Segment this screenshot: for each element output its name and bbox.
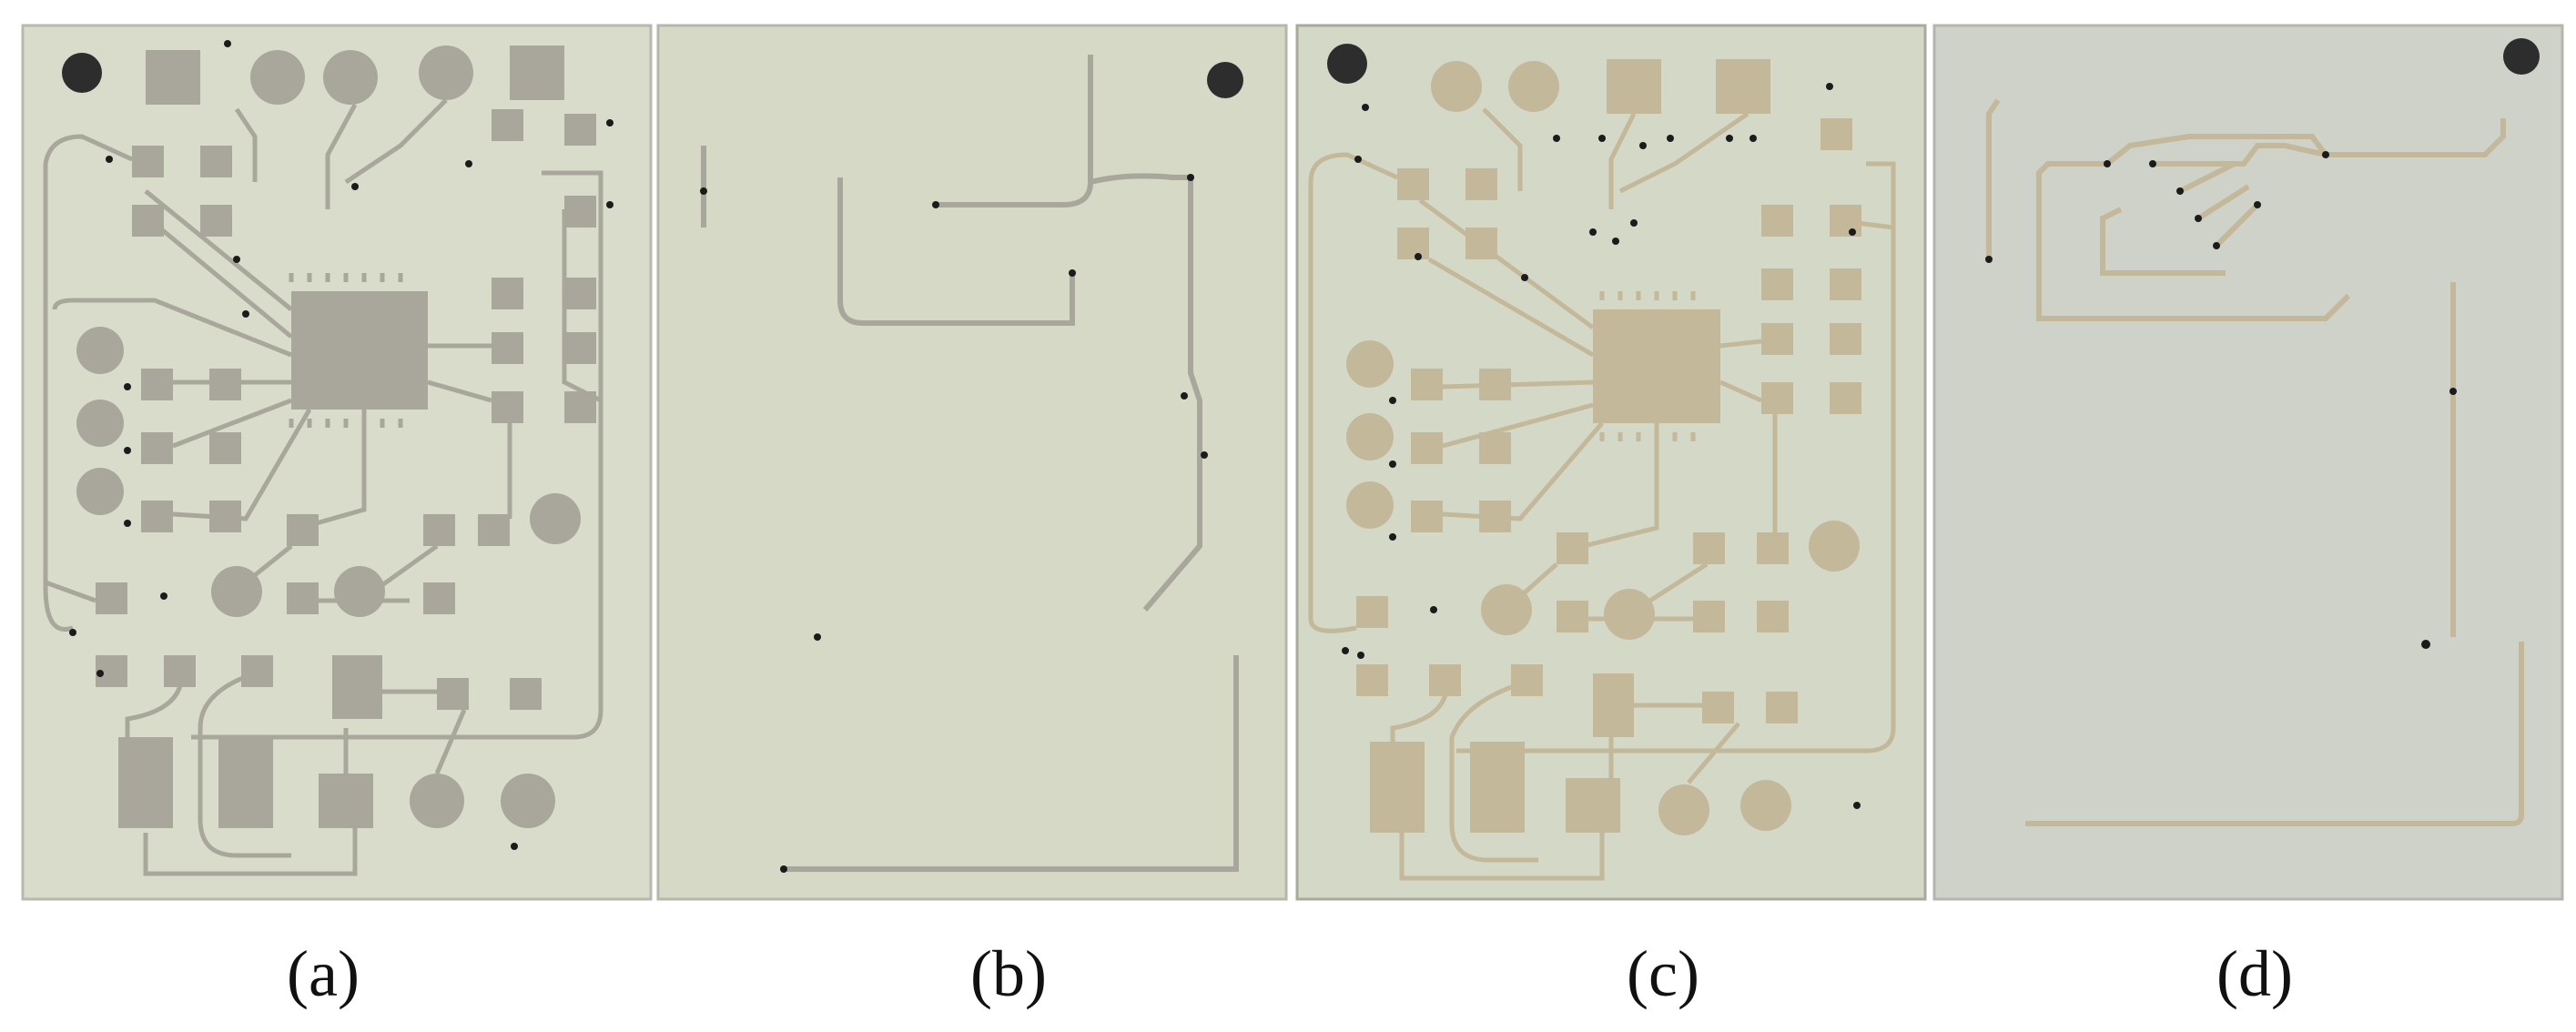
fiducial-mark xyxy=(1327,44,1367,84)
fiducial-mark xyxy=(1207,62,1243,98)
pcb-back-gold-photo xyxy=(1932,24,2564,901)
panel-b-caption: (b) xyxy=(970,937,1047,1010)
copper-traces xyxy=(701,55,1239,872)
panel-d xyxy=(1930,0,2571,910)
pcb-front-gold-photo xyxy=(1295,24,1927,901)
panel-a-caption: (a) xyxy=(287,937,360,1010)
via-holes xyxy=(69,40,614,850)
fiducial-mark xyxy=(2503,38,2540,75)
copper-traces xyxy=(1308,107,1896,881)
copper-traces xyxy=(1986,98,2524,826)
panel-b xyxy=(654,0,1291,910)
via-holes xyxy=(1985,151,2457,649)
pcb-back-silver-photo xyxy=(656,24,1288,901)
panel-d-caption: (d) xyxy=(2216,937,2293,1010)
pcb-substrate xyxy=(656,24,1288,901)
fiducial-mark xyxy=(62,53,102,93)
panel-c-caption: (c) xyxy=(1627,937,1699,1010)
copper-pads xyxy=(1346,59,1861,835)
via-holes xyxy=(1342,83,1861,809)
pcb-front-silver-photo xyxy=(21,24,653,901)
copper-traces xyxy=(43,98,603,876)
panel-c xyxy=(1293,0,1930,910)
panel-a xyxy=(18,0,655,910)
pcb-substrate xyxy=(21,24,653,901)
via-holes xyxy=(700,174,1208,873)
